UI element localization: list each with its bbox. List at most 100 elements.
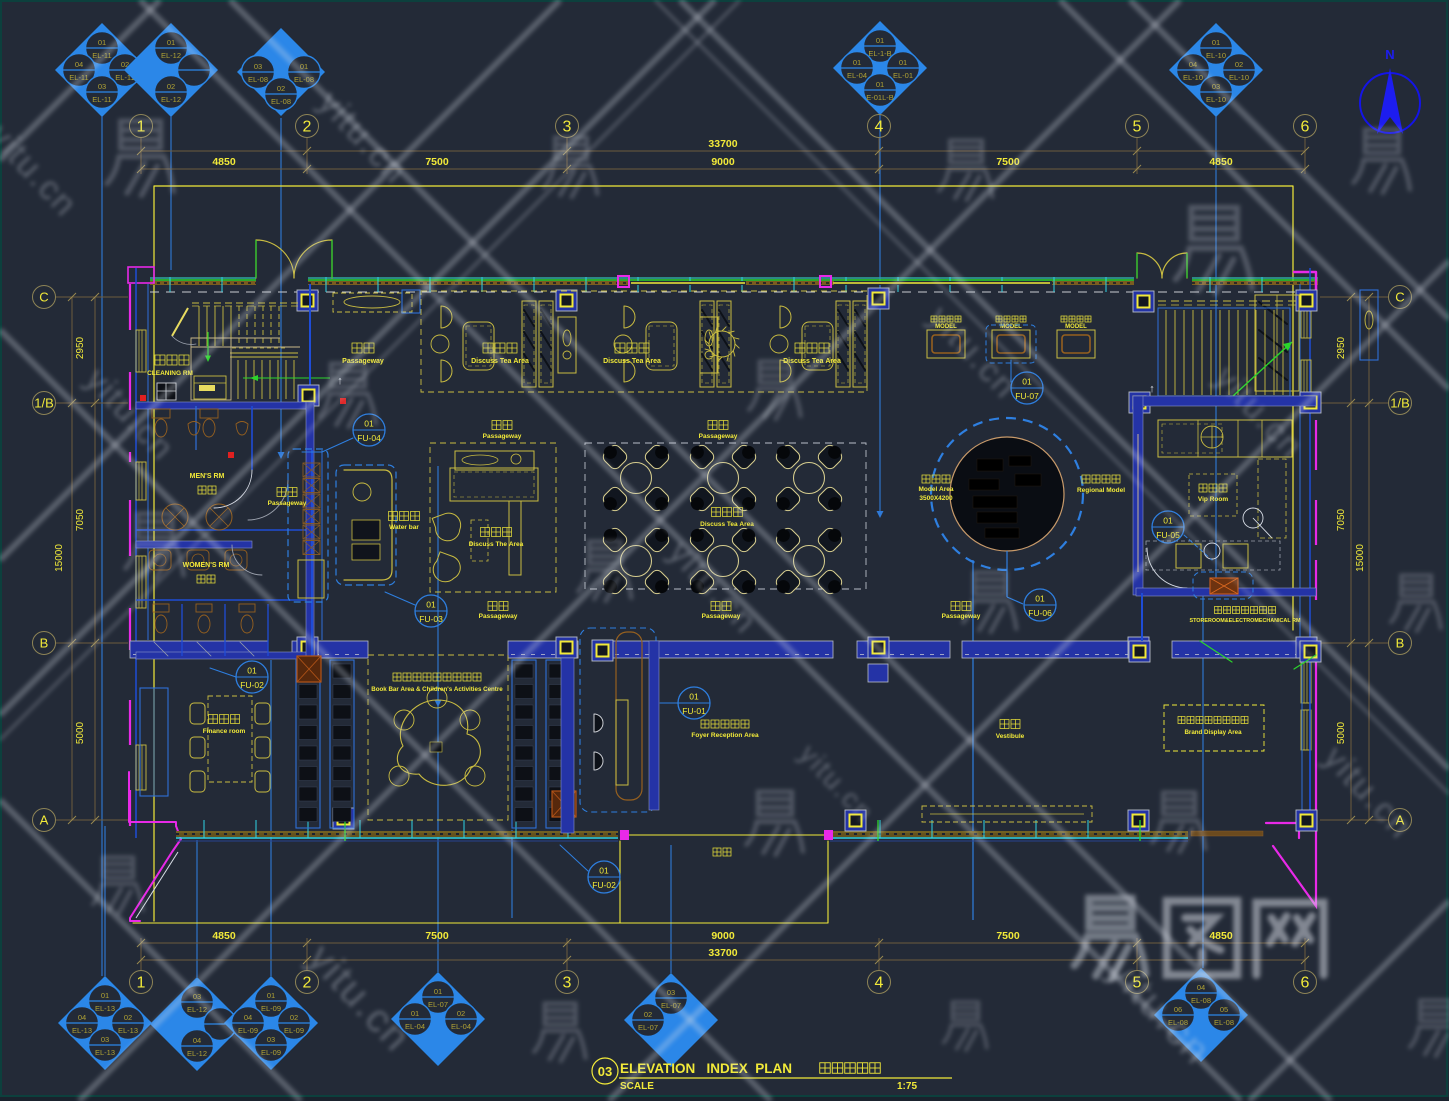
svg-text:01: 01 [364,419,374,429]
svg-text:MODEL: MODEL [1065,324,1087,330]
svg-text:02: 02 [644,1010,652,1019]
svg-text:Passageway: Passageway [699,433,738,440]
svg-text:EL-09: EL-09 [261,1048,281,1057]
svg-text:Passageway: Passageway [342,358,384,365]
svg-text:EL-13: EL-13 [95,1048,115,1057]
svg-text:B: B [40,636,49,651]
svg-text:EL-09: EL-09 [238,1026,258,1035]
svg-text:01: 01 [876,36,884,45]
svg-text:FU-04: FU-04 [357,433,381,443]
svg-text:EL-12: EL-12 [187,1005,207,1014]
svg-text:Regional Model: Regional Model [1077,487,1125,494]
svg-text:Book Bar Area & Children's Act: Book Bar Area & Children's Activities Ce… [371,686,503,693]
svg-text:EL-12: EL-12 [161,51,181,60]
svg-text:SCALE: SCALE [620,1081,654,1092]
svg-text:C: C [39,290,48,305]
svg-text:05: 05 [1220,1005,1228,1014]
svg-text:7050: 7050 [1336,508,1347,531]
svg-text:1:75: 1:75 [897,1081,917,1092]
svg-text:Finance room: Finance room [203,728,246,735]
svg-text:STOREROOM&ELECTROMECHANICAL RM: STOREROOM&ELECTROMECHANICAL RM [1189,618,1301,624]
svg-text:EL-04: EL-04 [451,1022,471,1031]
svg-text:04: 04 [1197,983,1205,992]
svg-text:03: 03 [598,1064,612,1079]
svg-text:4: 4 [875,975,884,992]
svg-text:EL-11: EL-11 [115,73,134,82]
svg-text:01: 01 [876,80,884,89]
svg-text:4850: 4850 [212,930,236,942]
svg-text:EL-10: EL-10 [1206,95,1226,104]
svg-text:CLEANING RM: CLEANING RM [147,370,193,377]
svg-text:1: 1 [137,975,146,992]
svg-text:7050: 7050 [75,508,86,531]
svg-text:ELEVATION INDEX PLAN: ELEVATION INDEX PLAN [620,1061,792,1076]
svg-text:01: 01 [1022,377,1032,387]
svg-text:04: 04 [78,1013,86,1022]
svg-text:EL-13: EL-13 [72,1026,92,1035]
svg-text:Passageway: Passageway [483,433,522,440]
svg-text:Discuss Tea Area: Discuss Tea Area [603,358,661,365]
svg-text:4850: 4850 [1209,930,1233,942]
svg-text:01: 01 [426,600,436,610]
svg-text:EL-12: EL-12 [187,1049,207,1058]
svg-text:N: N [1385,47,1394,62]
svg-text:03: 03 [667,988,675,997]
svg-text:02: 02 [457,1009,465,1018]
svg-text:2: 2 [303,975,312,992]
svg-text:EL-08: EL-08 [1168,1018,1188,1027]
svg-text:01: 01 [101,991,109,1000]
svg-text:01: 01 [899,58,907,67]
svg-text:02: 02 [290,1013,298,1022]
svg-text:02: 02 [277,84,285,93]
svg-text:WOMEN'S RM: WOMEN'S RM [183,562,230,569]
svg-text:EL-07: EL-07 [428,1000,448,1009]
svg-text:02: 02 [1235,60,1243,69]
svg-text:01: 01 [247,666,257,676]
svg-text:EL-01: EL-01 [893,71,913,80]
svg-text:EL-09: EL-09 [284,1026,304,1035]
svg-text:EL-08: EL-08 [271,97,291,106]
svg-text:Discuss Tea Area: Discuss Tea Area [783,358,841,365]
svg-text:03: 03 [254,62,262,71]
svg-text:01: 01 [98,38,106,47]
svg-text:6: 6 [1301,119,1310,136]
svg-text:1/B: 1/B [1390,396,1410,411]
svg-text:Discuss Tea Area: Discuss Tea Area [700,521,754,528]
svg-text:E-01L-B: E-01L-B [866,93,894,102]
svg-text:MODEL: MODEL [935,324,957,330]
svg-text:5000: 5000 [75,721,86,744]
svg-text:Vestibule: Vestibule [996,733,1025,740]
svg-text:EL-10: EL-10 [1206,51,1226,60]
svg-text:EL-13: EL-13 [118,1026,138,1035]
svg-text:1/B: 1/B [34,396,54,411]
svg-text:EL-08: EL-08 [294,75,314,84]
svg-text:EL-07: EL-07 [638,1023,658,1032]
svg-text:EL-04: EL-04 [847,71,867,80]
svg-text:FU-03: FU-03 [419,614,443,624]
svg-text:A: A [40,813,49,828]
svg-text:↑: ↑ [1149,383,1155,395]
svg-text:B: B [1396,636,1405,651]
svg-text:9000: 9000 [711,930,735,942]
svg-text:01: 01 [1035,594,1045,604]
svg-text:2: 2 [303,119,312,136]
svg-text:EL-13: EL-13 [95,1004,115,1013]
svg-text:6: 6 [1301,975,1310,992]
svg-text:01: 01 [853,58,861,67]
svg-text:7500: 7500 [996,930,1020,942]
svg-text:04: 04 [75,60,83,69]
svg-text:03: 03 [98,82,106,91]
svg-text:03: 03 [101,1035,109,1044]
svg-text:EL-04: EL-04 [405,1022,425,1031]
svg-text:03: 03 [267,1035,275,1044]
svg-text:EL-08: EL-08 [1191,996,1211,1005]
svg-text:Water bar: Water bar [389,524,419,531]
svg-text:02: 02 [124,1013,132,1022]
svg-text:15000: 15000 [1355,544,1366,572]
svg-text:2950: 2950 [75,336,86,359]
svg-text:A: A [1396,813,1405,828]
svg-text:5000: 5000 [1336,721,1347,744]
svg-text:EL-11: EL-11 [92,95,111,104]
svg-text:EL-1-B: EL-1-B [868,49,891,58]
svg-text:9000: 9000 [711,156,735,168]
